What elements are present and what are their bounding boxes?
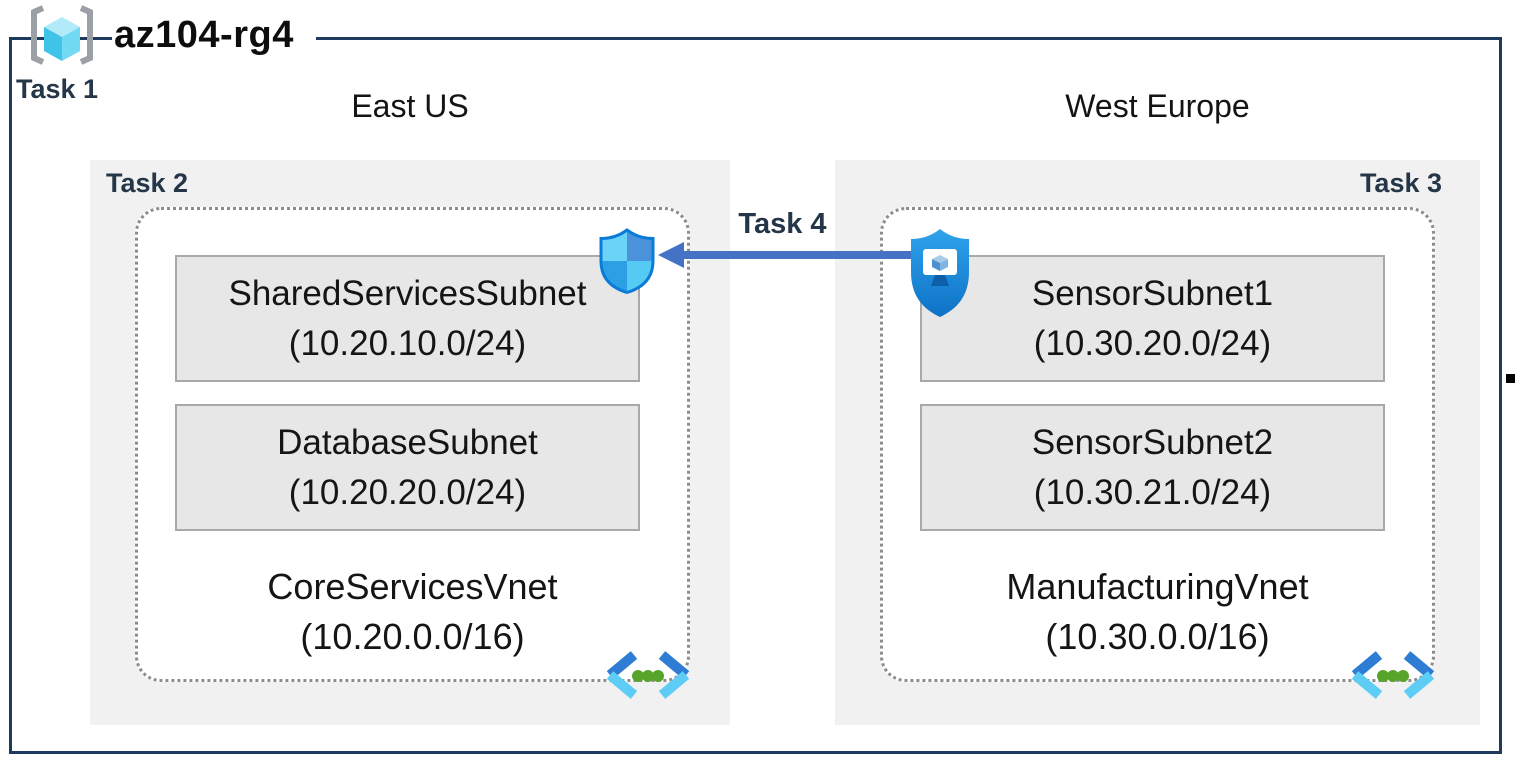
- vnet-name: ManufacturingVnet: [1006, 566, 1309, 607]
- resource-group-border: [9, 37, 1502, 754]
- edge-artifact-mark: [1506, 374, 1515, 383]
- subnet-name: SensorSubnet1: [1031, 273, 1274, 313]
- region-title-west-europe: West Europe: [1065, 88, 1250, 124]
- shielded-monitor-icon: [911, 229, 969, 317]
- virtual-network-icon: [1351, 651, 1435, 699]
- subnet-name: DatabaseSubnet: [277, 422, 538, 462]
- vnet-cidr: (10.20.0.0/16): [300, 616, 525, 657]
- vnet-name: CoreServicesVnet: [267, 566, 558, 607]
- virtual-network-icon: [606, 651, 690, 699]
- subnet-sensor-1: SensorSubnet1 (10.30.20.0/24): [920, 255, 1385, 382]
- region-east-us: Task 2 SharedServicesSubnet (10.20.10.0/…: [90, 160, 730, 725]
- task-1-label: Task 1: [16, 74, 109, 105]
- peering-arrow: [658, 242, 914, 268]
- resource-group-icon: [31, 5, 93, 65]
- task-2-label: Task 2: [106, 168, 189, 198]
- vnet-core-services-label: CoreServicesVnet (10.20.0.0/16): [138, 562, 687, 662]
- subnet-name: SensorSubnet2: [1031, 422, 1274, 462]
- subnet-sensor-2: SensorSubnet2 (10.30.21.0/24): [920, 404, 1385, 531]
- subnet-cidr: (10.20.20.0/24): [288, 472, 527, 512]
- subnet-cidr: (10.30.20.0/24): [1033, 323, 1272, 363]
- subnet-database: DatabaseSubnet (10.20.20.0/24): [175, 404, 640, 531]
- region-west-europe: Task 3 SensorSubnet1 (10.30.20.0/24) Sen…: [835, 160, 1480, 725]
- subnet-name: SharedServicesSubnet: [228, 273, 587, 313]
- vnet-manufacturing-label: ManufacturingVnet (10.30.0.0/16): [883, 562, 1432, 662]
- vnet-core-services-box: SharedServicesSubnet (10.20.10.0/24) Dat…: [135, 207, 690, 699]
- task-4-label: Task 4: [738, 208, 827, 240]
- subnet-cidr: (10.20.10.0/24): [288, 323, 527, 363]
- network-security-shield-icon: [599, 228, 655, 295]
- resource-group-title: az104-rg4: [112, 12, 316, 61]
- vnet-cidr: (10.30.0.0/16): [1045, 616, 1270, 657]
- subnet-cidr: (10.30.21.0/24): [1033, 472, 1272, 512]
- vnet-manufacturing-box: SensorSubnet1 (10.30.20.0/24) SensorSubn…: [880, 207, 1435, 699]
- task-3-label: Task 3: [1359, 168, 1442, 198]
- region-title-east-us: East US: [351, 88, 469, 124]
- subnet-shared-services: SharedServicesSubnet (10.20.10.0/24): [175, 255, 640, 382]
